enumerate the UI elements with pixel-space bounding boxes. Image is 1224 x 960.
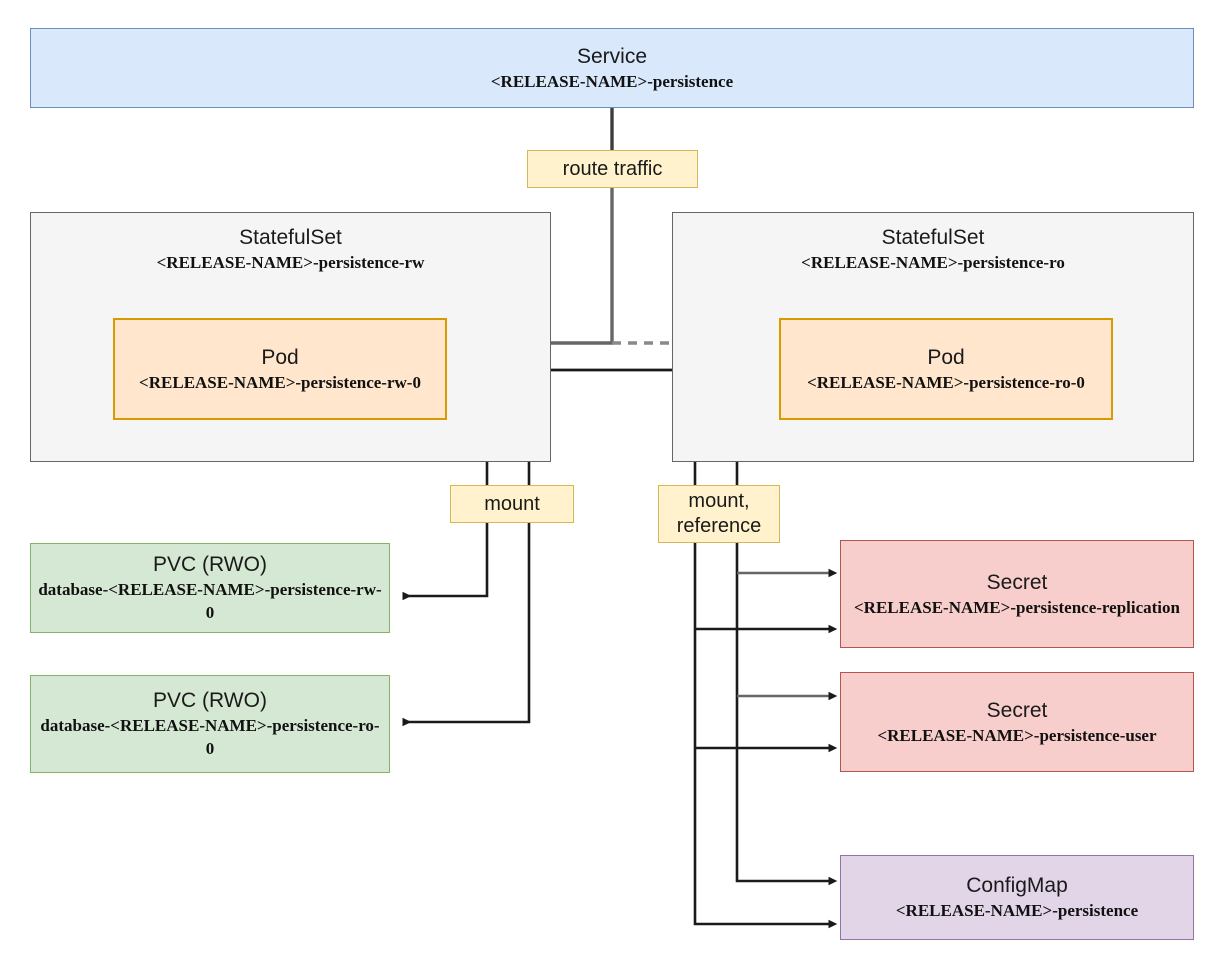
edge-label-mount-reference: mount, reference <box>658 485 780 543</box>
statefulset-rw-name: <RELEASE-NAME>-persistence-rw <box>156 253 425 272</box>
secret-replication-kind: Secret <box>986 570 1048 594</box>
secret-user-name: <RELEASE-NAME>-persistence-user <box>877 725 1157 745</box>
statefulset-rw-kind: StatefulSet <box>239 226 342 249</box>
pod-rw-node[interactable]: Pod <RELEASE-NAME>-persistence-rw-0 <box>113 318 447 420</box>
pvc-ro-kind: PVC (RWO) <box>153 689 267 712</box>
pvc-rw-node[interactable]: PVC (RWO) database-<RELEASE-NAME>-persis… <box>30 543 390 633</box>
configmap-name: <RELEASE-NAME>-persistence <box>895 901 1139 920</box>
service-name: <RELEASE-NAME>-persistence <box>490 71 734 91</box>
statefulset-ro-name: <RELEASE-NAME>-persistence-ro <box>801 253 1065 272</box>
pod-rw-name: <RELEASE-NAME>-persistence-rw-0 <box>139 372 421 392</box>
secret-user-node[interactable]: Secret <RELEASE-NAME>-persistence-user <box>840 672 1194 772</box>
configmap-kind: ConfigMap <box>966 874 1068 897</box>
edge-label-mount: mount <box>450 485 574 523</box>
pod-ro-kind: Pod <box>927 345 965 369</box>
pod-ro-name: <RELEASE-NAME>-persistence-ro-0 <box>807 372 1085 392</box>
configmap-node[interactable]: ConfigMap <RELEASE-NAME>-persistence <box>840 855 1194 940</box>
pod-rw-kind: Pod <box>261 345 299 369</box>
pod-ro-node[interactable]: Pod <RELEASE-NAME>-persistence-ro-0 <box>779 318 1113 420</box>
service-node[interactable]: Service <RELEASE-NAME>-persistence <box>30 28 1194 108</box>
statefulset-ro-kind: StatefulSet <box>881 226 985 249</box>
service-kind: Service <box>576 44 648 68</box>
pvc-rw-name: database-<RELEASE-NAME>-persistence-rw-0 <box>38 580 382 622</box>
pvc-ro-node[interactable]: PVC (RWO) database-<RELEASE-NAME>-persis… <box>30 675 390 773</box>
secret-user-kind: Secret <box>986 698 1048 722</box>
secret-replication-name: <RELEASE-NAME>-persistence-replication <box>854 597 1180 617</box>
pvc-rw-kind: PVC (RWO) <box>153 553 267 576</box>
secret-replication-node[interactable]: Secret <RELEASE-NAME>-persistence-replic… <box>840 540 1194 648</box>
edge-label-route-traffic: route traffic <box>527 150 698 188</box>
pvc-ro-name: database-<RELEASE-NAME>-persistence-ro-0 <box>40 716 380 758</box>
